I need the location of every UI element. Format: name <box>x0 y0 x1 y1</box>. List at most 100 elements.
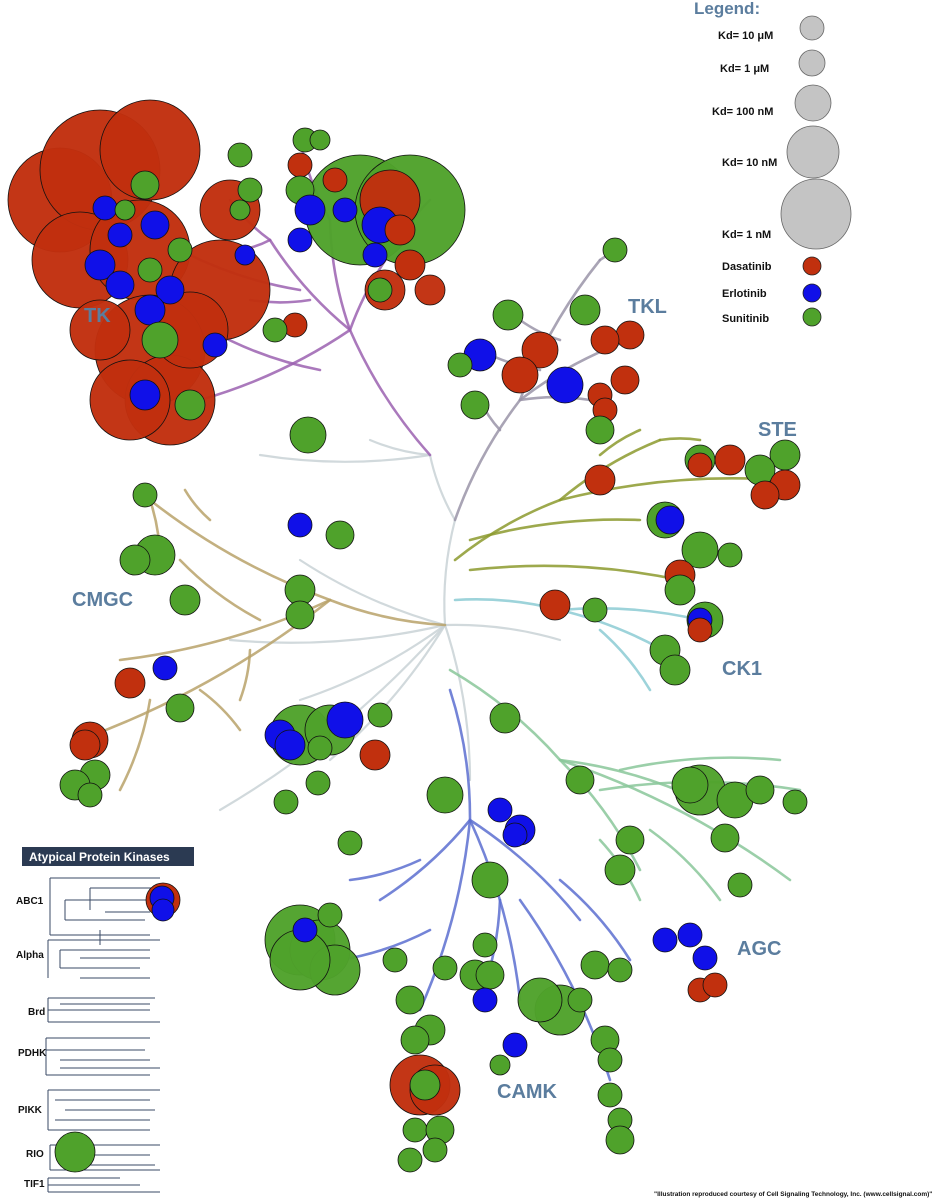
binding-circle <box>284 574 316 606</box>
binding-circle <box>289 416 327 454</box>
binding-circle <box>604 854 636 886</box>
binding-circle <box>325 520 355 550</box>
kinome-branch <box>258 453 432 463</box>
binding-circle <box>546 366 584 404</box>
binding-circle <box>322 167 348 193</box>
binding-circle <box>114 199 136 221</box>
binding-circle <box>652 927 678 953</box>
atypical-group-label: TIF1 <box>24 1179 45 1190</box>
binding-circle <box>607 957 633 983</box>
binding-circle <box>502 1032 528 1058</box>
binding-circle <box>152 655 178 681</box>
binding-circle <box>307 735 333 761</box>
legend-kd-label: Kd= 10 nM <box>722 157 777 169</box>
legend-kd-label: Kd= 10 μM <box>718 30 773 42</box>
family-label-camk: CAMK <box>497 1081 558 1103</box>
binding-circle <box>69 729 101 761</box>
binding-circle <box>615 825 645 855</box>
kinome-branch <box>228 623 447 644</box>
kinome-branch <box>558 878 632 962</box>
legend-size-circle <box>798 49 826 77</box>
family-label-ck1: CK1 <box>722 658 762 680</box>
kinome-branch <box>453 398 522 522</box>
kinome-branch <box>618 756 782 772</box>
binding-circle <box>569 294 601 326</box>
binding-circle <box>610 365 640 395</box>
binding-circle <box>326 701 364 739</box>
binding-circle <box>710 823 740 853</box>
binding-circles-small <box>59 127 808 1173</box>
binding-circle <box>582 597 608 623</box>
binding-circle <box>114 667 146 699</box>
binding-circle <box>202 332 228 358</box>
binding-circle <box>384 214 416 246</box>
binding-circle <box>460 390 490 420</box>
binding-circle <box>782 789 808 815</box>
family-label-agc: AGC <box>737 938 781 960</box>
binding-circle <box>681 531 719 569</box>
legend-size-circle <box>794 84 832 122</box>
binding-circle <box>677 922 703 948</box>
kinome-branch <box>518 318 562 342</box>
binding-circle <box>502 822 528 848</box>
atypical-group-label: ABC1 <box>16 896 44 907</box>
binding-circle <box>151 898 175 922</box>
binding-circle <box>362 242 388 268</box>
binding-circle <box>294 194 326 226</box>
binding-circle <box>567 987 593 1013</box>
binding-circle <box>517 977 563 1023</box>
binding-circle <box>367 277 393 303</box>
kinome-branch <box>468 518 642 542</box>
binding-circle <box>285 600 315 630</box>
binding-circle <box>273 789 299 815</box>
kinome-branch <box>268 238 352 332</box>
binding-circle <box>585 415 615 445</box>
binding-circle <box>141 321 179 359</box>
binding-circle <box>432 955 458 981</box>
binding-circle <box>54 1131 96 1173</box>
kinome-branch <box>198 328 352 402</box>
kinome-branch <box>468 818 522 1002</box>
kinome-branch <box>558 607 702 622</box>
atypical-kinases-panel: Atypical Protein Kinases ABC1 Alpha Brd … <box>16 847 194 1193</box>
binding-circle <box>69 299 131 361</box>
binding-circle <box>130 170 160 200</box>
kinome-branch <box>448 688 472 822</box>
kinome-branch <box>558 438 662 502</box>
binding-circle <box>174 389 206 421</box>
binding-circle <box>402 1117 428 1143</box>
binding-circle <box>692 945 718 971</box>
binding-circle <box>234 244 256 266</box>
binding-circle <box>489 1054 511 1076</box>
binding-circle <box>590 325 620 355</box>
binding-circle <box>287 227 313 253</box>
binding-circle <box>337 830 363 856</box>
binding-circle <box>309 129 331 151</box>
binding-circle <box>717 542 743 568</box>
binding-circle <box>140 210 170 240</box>
binding-circle <box>492 299 524 331</box>
kinome-branch <box>658 437 702 442</box>
kinome-branch <box>443 623 472 782</box>
kinome-branch <box>468 564 682 582</box>
binding-circle <box>237 177 263 203</box>
binding-circle <box>287 512 313 538</box>
binding-circle <box>602 237 628 263</box>
binding-circle <box>89 359 171 441</box>
binding-circle <box>395 985 425 1015</box>
binding-circle <box>414 274 446 306</box>
binding-circle <box>487 797 513 823</box>
atypical-group-label: Brd <box>28 1007 45 1018</box>
kinome-branch <box>598 428 642 457</box>
binding-circle <box>394 249 426 281</box>
legend-drug-label: Erlotinib <box>722 288 767 300</box>
binding-circle <box>539 589 571 621</box>
legend-sunitinib-swatch <box>802 307 822 327</box>
binding-circle <box>655 505 685 535</box>
binding-circle <box>687 617 713 643</box>
kinome-branch <box>443 623 562 642</box>
binding-circle <box>119 544 151 576</box>
binding-circle <box>597 1047 623 1073</box>
legend: Legend: Kd= 10 μM Kd= 1 μM Kd= 100 nM Kd… <box>694 0 852 327</box>
